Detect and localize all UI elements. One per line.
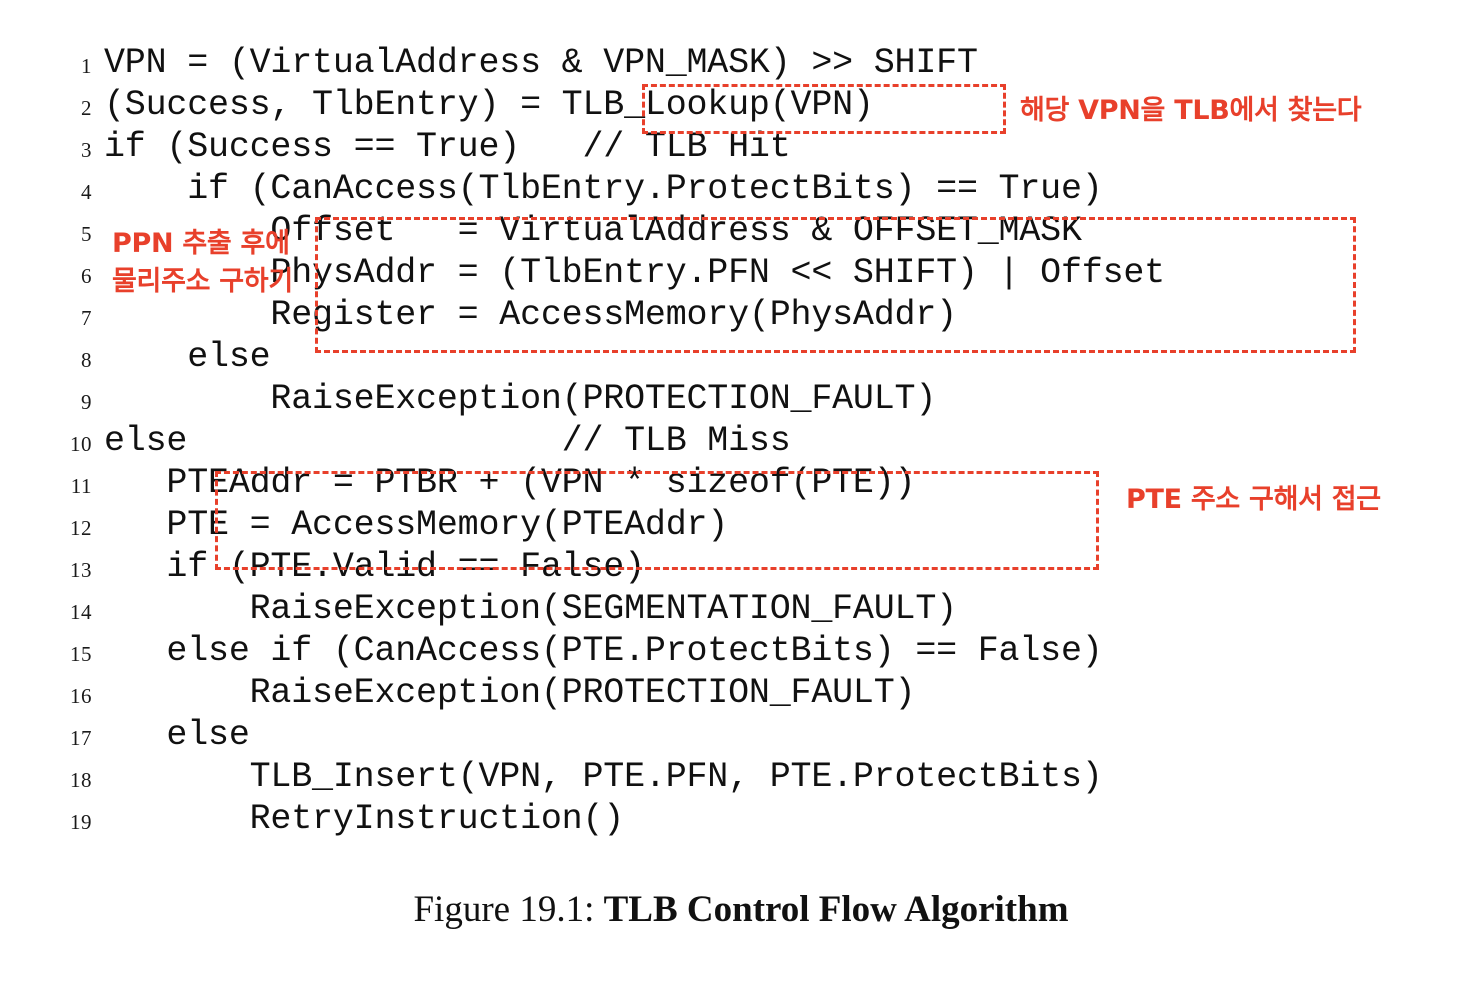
code-line-13: 13 if (PTE.Valid == False) [0, 546, 1482, 588]
line-number: 14 [70, 600, 92, 624]
figure-caption: Figure 19.1: TLB Control Flow Algorithm [0, 888, 1482, 931]
code-line-12: 12 PTE = AccessMemory(PTEAddr) [0, 504, 1482, 546]
line-code: Register = AccessMemory(PhysAddr) [104, 295, 957, 335]
line-code: RaiseException(PROTECTION_FAULT) [104, 379, 937, 419]
line-number: 8 [81, 348, 92, 372]
annotation-tlb-lookup: 해당 VPN을 TLB에서 찾는다 [1020, 95, 1362, 126]
line-code: if (CanAccess(TlbEntry.ProtectBits) == T… [104, 169, 1103, 209]
line-code: else [104, 715, 250, 755]
line-code: RaiseException(SEGMENTATION_FAULT) [104, 589, 958, 629]
code-line-10: 10 else // TLB Miss [0, 420, 1482, 462]
code-line-1: 1 VPN = (VirtualAddress & VPN_MASK) >> S… [0, 42, 1482, 84]
line-number: 6 [81, 264, 92, 288]
code-line-2: 2 (Success, TlbEntry) = TLB_Lookup(VPN) [0, 84, 1482, 126]
annotation-ppn-extraction: PPN 추출 후에 물리주소 구하기 [112, 228, 293, 297]
line-number: 1 [81, 54, 92, 78]
line-code: RaiseException(PROTECTION_FAULT) [104, 673, 916, 713]
line-number: 12 [70, 516, 92, 540]
code-line-7: 7 Register = AccessMemory(PhysAddr) [0, 294, 1482, 336]
code-line-9: 9 RaiseException(PROTECTION_FAULT) [0, 378, 1482, 420]
line-number: 2 [81, 96, 92, 120]
figure-caption-label: Figure 19.1: [413, 889, 595, 930]
figure-caption-title: TLB Control Flow Algorithm [603, 889, 1069, 930]
line-code: RetryInstruction() [104, 799, 625, 839]
code-listing: 1 VPN = (VirtualAddress & VPN_MASK) >> S… [0, 42, 1482, 840]
line-number: 19 [70, 810, 92, 834]
line-number: 10 [70, 432, 92, 456]
code-line-18: 18 TLB_Insert(VPN, PTE.PFN, PTE.ProtectB… [0, 756, 1482, 798]
line-number: 16 [70, 684, 92, 708]
code-line-15: 15 else if (CanAccess(PTE.ProtectBits) =… [0, 630, 1482, 672]
line-code: else if (CanAccess(PTE.ProtectBits) == F… [104, 631, 1103, 671]
line-code: TLB_Insert(VPN, PTE.PFN, PTE.ProtectBits… [104, 757, 1103, 797]
code-line-3: 3 if (Success == True) // TLB Hit [0, 126, 1482, 168]
code-line-4: 4 if (CanAccess(TlbEntry.ProtectBits) ==… [0, 168, 1482, 210]
line-number: 15 [70, 642, 92, 666]
line-number: 7 [81, 306, 92, 330]
line-code: PhysAddr = (TlbEntry.PFN << SHIFT) | Off… [104, 253, 1165, 293]
line-number: 9 [81, 390, 92, 414]
code-line-16: 16 RaiseException(PROTECTION_FAULT) [0, 672, 1482, 714]
code-line-19: 19 RetryInstruction() [0, 798, 1482, 840]
line-code: (Success, TlbEntry) = TLB_Lookup(VPN) [104, 85, 874, 125]
code-line-8: 8 else [0, 336, 1482, 378]
line-code: else [104, 337, 271, 377]
line-number: 5 [81, 222, 92, 246]
code-line-6: 6 PhysAddr = (TlbEntry.PFN << SHIFT) | O… [0, 252, 1482, 294]
line-code: else // TLB Miss [104, 421, 791, 461]
line-code: if (Success == True) // TLB Hit [104, 127, 791, 167]
line-code: PTE = AccessMemory(PTEAddr) [104, 505, 729, 545]
line-number: 3 [81, 138, 92, 162]
annotation-pte-access: PTE 주소 구해서 접근 [1126, 484, 1381, 515]
line-number: 4 [81, 180, 92, 204]
line-code: VPN = (VirtualAddress & VPN_MASK) >> SHI… [104, 43, 978, 83]
code-line-14: 14 RaiseException(SEGMENTATION_FAULT) [0, 588, 1482, 630]
line-number: 11 [70, 474, 92, 498]
line-code: PTEAddr = PTBR + (VPN * sizeof(PTE)) [104, 463, 916, 503]
code-line-17: 17 else [0, 714, 1482, 756]
line-number: 13 [70, 558, 92, 582]
line-code: if (PTE.Valid == False) [104, 547, 645, 587]
line-number: 17 [70, 726, 92, 750]
line-number: 18 [70, 768, 92, 792]
